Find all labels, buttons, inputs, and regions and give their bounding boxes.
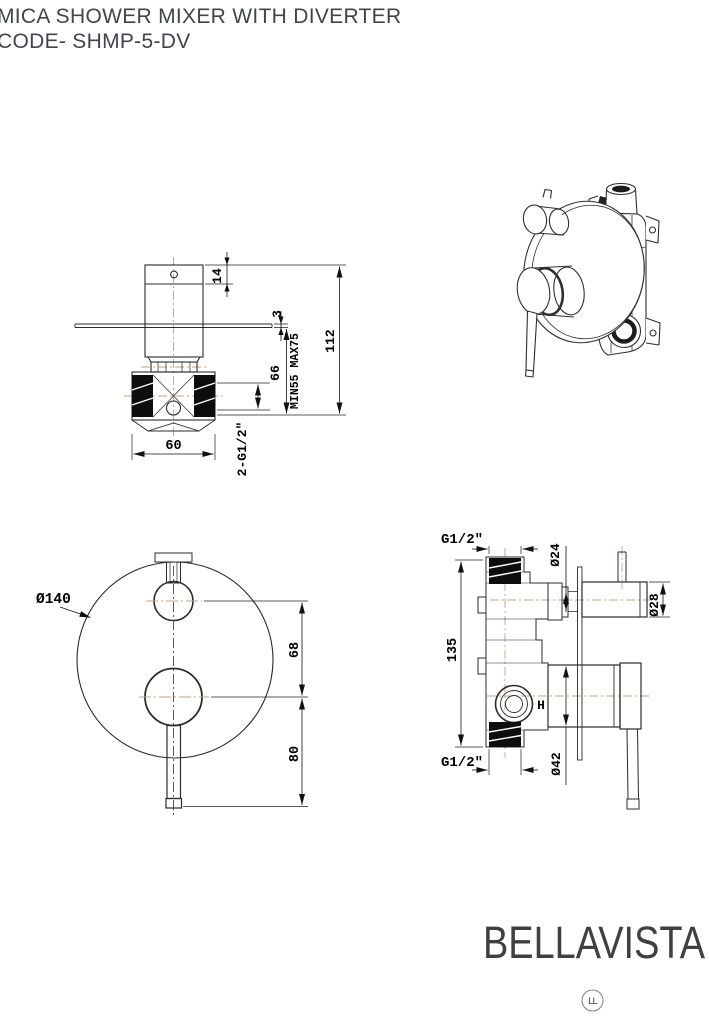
- section-view-geometry: [477, 551, 648, 810]
- brand-logo-text: BELLAVISTA: [483, 917, 705, 968]
- section-view-dimension-lines: [458, 546, 666, 785]
- product-title: MICA SHOWER MIXER WITH DIVERTER: [0, 5, 402, 28]
- dim-plate-diameter-label: Ø140: [36, 592, 71, 608]
- dim-overall-height-label: 112: [323, 329, 338, 353]
- dim-stem-diameter-label: Ø24: [548, 543, 563, 567]
- dim-depth-range-label: MIN55 MAX75: [289, 333, 302, 409]
- side-view-outside-arrows: [224, 257, 284, 335]
- dim-top-port-label: G1/2": [441, 532, 483, 548]
- dim-plate-thickness-label: 3: [270, 310, 285, 318]
- side-view-threads: [131, 375, 216, 417]
- dim-center-spacing-label: 68: [288, 642, 303, 658]
- side-view-centerlines: [124, 257, 223, 438]
- brand-monogram-letters: LL: [588, 996, 597, 1007]
- brand-monogram-circle-icon: [581, 989, 604, 1012]
- iso-lever-handle: [524, 310, 538, 378]
- dim-depth-nominal-label: 66: [268, 365, 283, 381]
- section-view-drawing: H G1/2" G1/2" 135: [441, 532, 670, 810]
- side-view-extension-lines: [131, 264, 346, 460]
- section-detail-mark: H: [537, 698, 545, 713]
- front-view-geometry: [76, 552, 274, 809]
- dim-cartridge-diameter-label: Ø42: [549, 752, 564, 776]
- dim-handle-drop-label: 80: [288, 746, 303, 762]
- dim-ports-label: 2-G1/2": [235, 422, 250, 477]
- section-view-threads: [488, 558, 522, 747]
- front-view-drawing: Ø140 68 80: [36, 552, 308, 816]
- page-header: MICA SHOWER MIXER WITH DIVERTER CODE- SH…: [0, 5, 401, 54]
- isometric-view-drawing: [516, 182, 661, 378]
- dim-body-height-label: 135: [446, 638, 461, 662]
- front-view-centerlines: [139, 600, 209, 698]
- dim-cap-height-label: 14: [210, 268, 225, 284]
- dim-bottom-port-label: G1/2": [441, 755, 483, 771]
- dim-body-width-label: 60: [165, 439, 181, 454]
- section-view-extension-lines: [455, 546, 670, 775]
- side-view-drawing: 14 3 66 MIN55 MAX75 112 60 2-G1/2": [74, 252, 346, 477]
- product-code: CODE- SHMP-5-DV: [0, 30, 191, 53]
- front-view-dimension-lines: [59, 602, 305, 805]
- brand-block: BELLAVISTA LL: [483, 917, 705, 1012]
- iso-diverter-knob: [522, 188, 570, 236]
- front-view-extension-lines: [183, 600, 308, 807]
- iso-mixer-knob: [516, 265, 585, 318]
- dim-diverter-diameter-label: Ø28: [647, 593, 662, 617]
